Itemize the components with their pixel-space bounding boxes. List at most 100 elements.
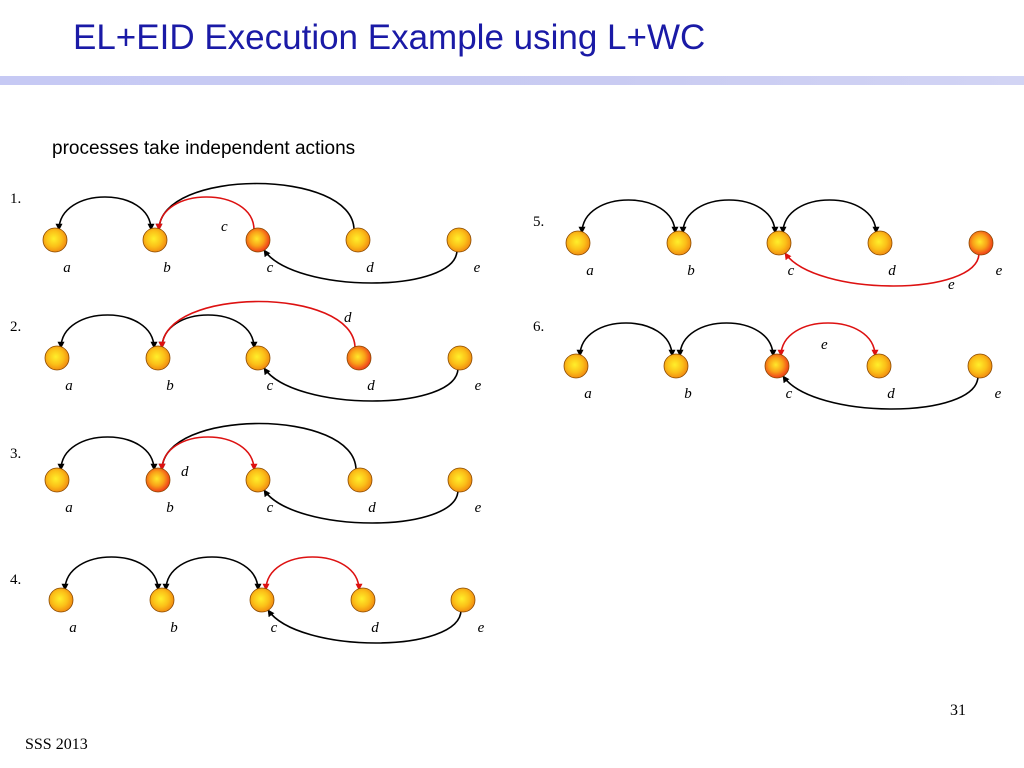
- message-label: d: [181, 464, 189, 480]
- node-label: c: [786, 386, 793, 402]
- process-node: [447, 345, 473, 371]
- node-label: e: [478, 620, 485, 636]
- message-arrow: [158, 300, 356, 349]
- slide-title: EL+EID Execution Example using L+WC: [73, 18, 706, 57]
- step-number: 5.: [533, 214, 544, 230]
- diagram-step-4: 4. a b c d e: [10, 556, 485, 644]
- link-arrow: [679, 199, 779, 234]
- node-label: a: [65, 500, 73, 516]
- link-arrow: [576, 322, 676, 357]
- process-node: [867, 230, 893, 256]
- node-label: c: [271, 620, 278, 636]
- node-label: a: [65, 378, 73, 394]
- active-process-node: [245, 227, 271, 253]
- link-arrow: [779, 199, 880, 234]
- process-node: [245, 345, 271, 371]
- message-label: e: [821, 337, 828, 353]
- process-node: [245, 467, 271, 493]
- step-number: 4.: [10, 572, 21, 588]
- footer-text: SSS 2013: [25, 736, 88, 753]
- node-label: d: [368, 500, 376, 516]
- node-label: a: [63, 260, 71, 276]
- active-process-node: [346, 345, 372, 371]
- process-node: [249, 587, 275, 613]
- step-number: 6.: [533, 319, 544, 335]
- slide-subtitle: processes take independent actions: [52, 138, 356, 159]
- page-number: 31: [950, 702, 966, 719]
- node-label: d: [887, 386, 895, 402]
- active-process-node: [968, 230, 994, 256]
- diagram-step-3: 3. a b c d e d: [10, 422, 482, 524]
- process-node: [145, 345, 171, 371]
- link-arrow: [263, 489, 459, 524]
- node-label: b: [687, 263, 695, 279]
- link-arrow: [162, 556, 262, 591]
- process-node: [44, 345, 70, 371]
- link-arrow: [267, 609, 462, 644]
- step-number: 3.: [10, 446, 21, 462]
- process-node: [142, 227, 168, 253]
- title-divider: [0, 76, 1024, 85]
- process-node: [766, 230, 792, 256]
- node-label: c: [267, 500, 274, 516]
- process-node: [967, 353, 993, 379]
- process-node: [447, 467, 473, 493]
- link-arrow: [158, 314, 258, 349]
- process-node: [149, 587, 175, 613]
- message-arrow: [784, 252, 980, 287]
- link-arrow: [57, 314, 158, 349]
- node-label: a: [69, 620, 77, 636]
- node-label: d: [371, 620, 379, 636]
- node-label: e: [996, 263, 1003, 279]
- node-label: d: [888, 263, 896, 279]
- node-label: e: [475, 378, 482, 394]
- link-arrow: [676, 322, 777, 357]
- link-arrow: [263, 249, 458, 284]
- step-number: 2.: [10, 319, 21, 335]
- message-arrow: [262, 556, 363, 591]
- link-arrow: [782, 375, 979, 410]
- node-label: d: [367, 378, 375, 394]
- node-label: b: [166, 500, 174, 516]
- link-arrow: [57, 436, 158, 471]
- process-node: [563, 353, 589, 379]
- node-label: c: [788, 263, 795, 279]
- node-label: c: [267, 260, 274, 276]
- diagram-step-5: 5. a b c d e e: [533, 199, 1003, 293]
- node-label: d: [366, 260, 374, 276]
- node-label: b: [163, 260, 171, 276]
- link-arrow: [158, 422, 357, 471]
- process-node: [350, 587, 376, 613]
- link-arrow: [55, 196, 155, 231]
- process-node: [866, 353, 892, 379]
- process-node: [565, 230, 591, 256]
- process-node: [48, 587, 74, 613]
- active-process-node: [145, 467, 171, 493]
- link-arrow: [578, 199, 679, 234]
- node-label: b: [684, 386, 692, 402]
- node-label: c: [267, 378, 274, 394]
- node-label: e: [474, 260, 481, 276]
- node-label: b: [170, 620, 178, 636]
- message-label: e: [948, 277, 955, 293]
- diagram-step-2: 2. a b c d e d: [10, 300, 482, 402]
- node-label: e: [475, 500, 482, 516]
- process-node: [42, 227, 68, 253]
- message-label: d: [344, 310, 352, 326]
- process-node: [450, 587, 476, 613]
- message-arrow: [158, 436, 258, 471]
- message-arrow: [155, 196, 255, 231]
- node-label: a: [586, 263, 594, 279]
- node-label: a: [584, 386, 592, 402]
- message-arrow: [777, 322, 879, 357]
- process-node: [446, 227, 472, 253]
- process-node: [44, 467, 70, 493]
- process-node: [345, 227, 371, 253]
- active-process-node: [764, 353, 790, 379]
- process-node: [663, 353, 689, 379]
- node-label: b: [166, 378, 174, 394]
- message-label: c: [221, 219, 228, 235]
